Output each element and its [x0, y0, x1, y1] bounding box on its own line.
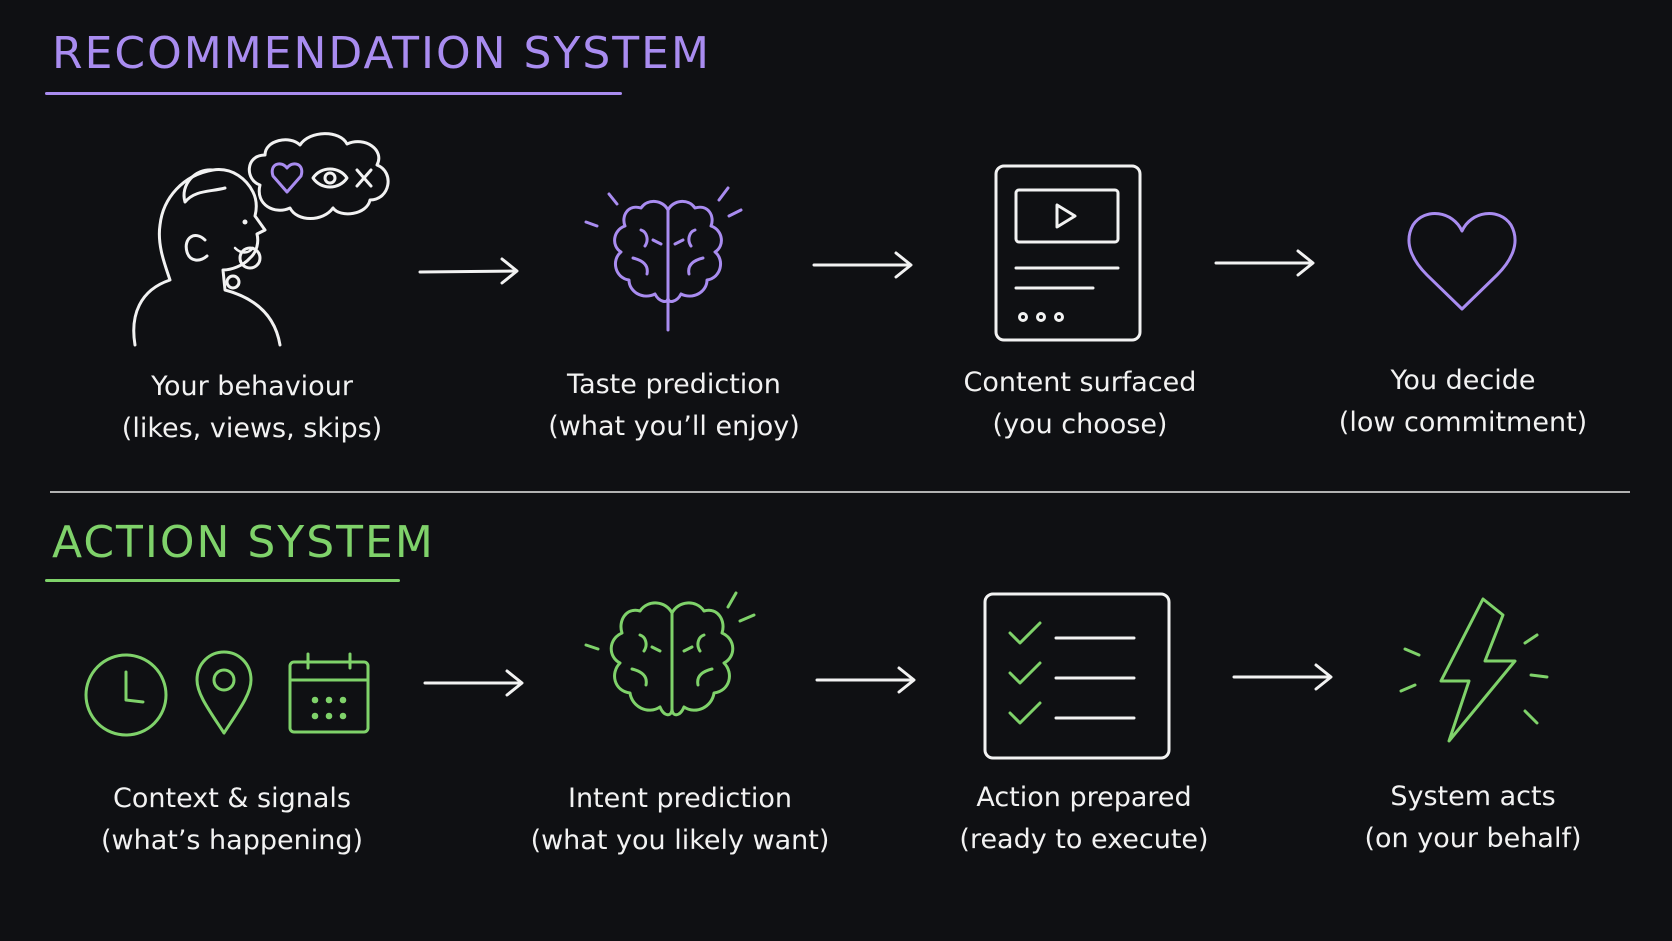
step-title: Action prepared — [976, 782, 1192, 813]
step-title: Content surfaced — [963, 367, 1197, 398]
arrow-right-icon — [1214, 249, 1315, 277]
action-title-underline — [45, 579, 400, 582]
arrow-right-icon — [423, 669, 524, 697]
step-title: Your behaviour — [151, 371, 353, 402]
brain-icon — [584, 186, 743, 332]
step-caption: Your behaviour (likes, views, skips) — [82, 366, 422, 450]
step-subtitle: (what you likely want) — [530, 825, 830, 856]
step-caption: Context & signals (what’s happening) — [62, 778, 402, 862]
section-divider — [50, 491, 1630, 493]
step-subtitle: (low commitment) — [1338, 407, 1588, 438]
step-caption: System acts (on your behalf) — [1303, 776, 1643, 860]
step-subtitle: (what you’ll enjoy) — [548, 411, 800, 442]
arrow-right-icon — [1232, 663, 1333, 691]
step-caption: Content surfaced (you choose) — [910, 362, 1250, 446]
recommendation-title-underline — [45, 92, 622, 95]
step-caption: Intent prediction (what you likely want) — [500, 778, 860, 862]
heart-icon — [1407, 212, 1517, 311]
step-subtitle: (likes, views, skips) — [121, 413, 383, 444]
arrow-right-icon — [815, 666, 916, 694]
arrow-right-icon — [418, 257, 519, 285]
step-title: You decide — [1390, 365, 1536, 396]
step-caption: Taste prediction (what you’ll enjoy) — [504, 364, 844, 448]
brain-icon — [584, 591, 756, 717]
content-card-icon — [994, 164, 1142, 342]
arrow-right-icon — [812, 251, 913, 279]
step-title: Intent prediction — [567, 783, 792, 814]
lightning-icon — [1399, 597, 1549, 743]
recommendation-system-title: RECOMMENDATION SYSTEM — [52, 28, 711, 79]
step-caption: You decide (low commitment) — [1293, 360, 1633, 444]
step-title: System acts — [1390, 781, 1556, 812]
location-pin-icon — [195, 650, 253, 735]
step-title: Context & signals — [113, 783, 351, 814]
step-subtitle: (ready to execute) — [959, 824, 1209, 855]
step-subtitle: (on your behalf) — [1364, 823, 1582, 854]
step-title: Taste prediction — [567, 369, 781, 400]
clock-icon — [84, 653, 168, 737]
step-subtitle: (you choose) — [992, 409, 1168, 440]
step-subtitle: (what’s happening) — [100, 825, 364, 856]
step-caption: Action prepared (ready to execute) — [914, 777, 1254, 861]
action-system-title: ACTION SYSTEM — [52, 517, 435, 568]
checklist-icon — [983, 592, 1171, 760]
person-thinking-icon — [132, 132, 390, 347]
clock-pin-calendar-icons — [84, 650, 370, 737]
calendar-icon — [288, 652, 370, 734]
